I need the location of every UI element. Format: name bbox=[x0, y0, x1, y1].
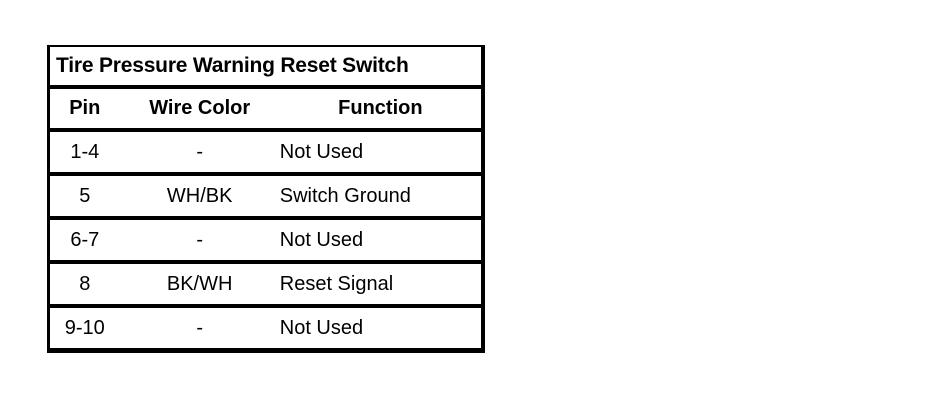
table-row: 6-7 - Not Used bbox=[48, 218, 483, 264]
pinout-table: Tire Pressure Warning Reset Switch Pin W… bbox=[47, 45, 485, 353]
table-row: 1-4 - Not Used bbox=[48, 130, 483, 176]
cell-pin: 9-10 bbox=[48, 306, 120, 351]
table-header-row: Pin Wire Color Function bbox=[48, 87, 483, 132]
table-row: 9-10 - Not Used bbox=[48, 306, 483, 351]
cell-pin: 1-4 bbox=[48, 130, 120, 176]
cell-wire-color: WH/BK bbox=[119, 174, 280, 220]
cell-wire-color: - bbox=[119, 130, 280, 176]
table-row: 5 WH/BK Switch Ground bbox=[48, 174, 483, 220]
cell-function: Reset Signal bbox=[279, 262, 483, 308]
table-row: 8 BK/WH Reset Signal bbox=[48, 262, 483, 308]
cell-pin: 6-7 bbox=[48, 218, 120, 264]
cell-wire-color: - bbox=[119, 306, 280, 351]
cell-function: Not Used bbox=[279, 130, 483, 176]
column-header-pin: Pin bbox=[48, 87, 120, 132]
cell-function: Not Used bbox=[279, 306, 483, 351]
column-header-wire-color: Wire Color bbox=[119, 87, 280, 132]
cell-function: Switch Ground bbox=[279, 174, 483, 220]
cell-pin: 8 bbox=[48, 262, 120, 308]
column-header-function: Function bbox=[279, 87, 483, 132]
cell-wire-color: - bbox=[119, 218, 280, 264]
table-title-row: Tire Pressure Warning Reset Switch bbox=[48, 46, 483, 89]
cell-pin: 5 bbox=[48, 174, 120, 220]
table-title: Tire Pressure Warning Reset Switch bbox=[48, 46, 483, 89]
cell-function: Not Used bbox=[279, 218, 483, 264]
cell-wire-color: BK/WH bbox=[119, 262, 280, 308]
